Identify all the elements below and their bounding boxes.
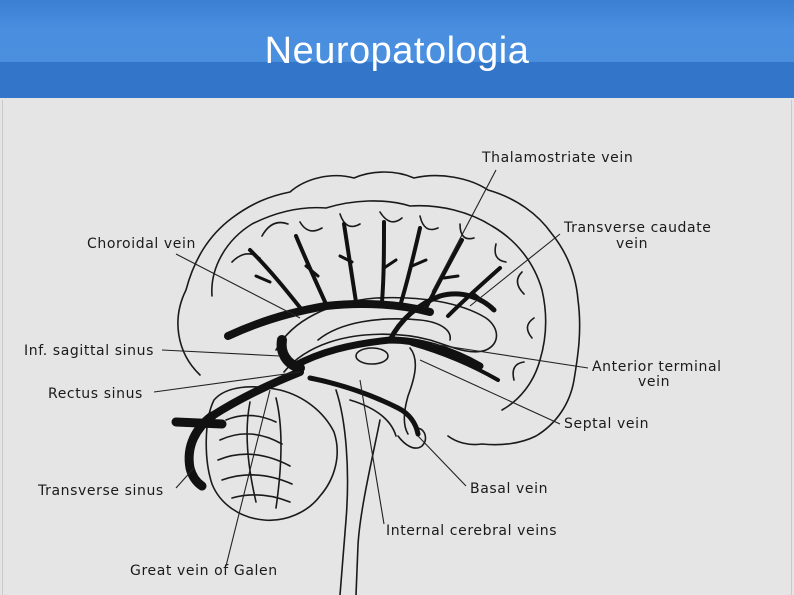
great-vein-galen: [276, 335, 305, 373]
title-bar-band: [0, 62, 794, 98]
leader-inf-sagittal: [161, 349, 281, 357]
cerebellum-outline: [205, 386, 338, 522]
label-choroidal-vein: Choroidal vein: [87, 236, 196, 252]
leader-internal-cerebral: [359, 379, 385, 525]
slide-title: Neuropatologia: [264, 30, 530, 72]
label-septal-vein: Septal vein: [564, 416, 649, 432]
basal-vein: [307, 375, 421, 437]
cerebrum-outline: [177, 171, 581, 446]
label-internal-cerebral-veins: Internal cerebral veins: [386, 523, 557, 539]
label-inf-sagittal-sinus: Inf. sagittal sinus: [24, 343, 154, 359]
panel-frame: [2, 100, 792, 595]
lateral-ventricle: [317, 318, 451, 341]
label-rectus-sinus: Rectus sinus: [48, 386, 143, 402]
label-anterior-terminal-vein: vein: [638, 374, 670, 390]
leader-thalamostriate: [431, 169, 497, 293]
label-anterior-terminal: Anterior terminal: [592, 359, 722, 375]
label-great-vein-of-galen: Great vein of Galen: [130, 563, 278, 579]
label-basal-vein: Basal vein: [470, 481, 548, 497]
label-transverse-sinus: Transverse sinus: [37, 483, 164, 499]
leader-transverse-caudate: [469, 233, 561, 307]
sulci: [231, 211, 535, 381]
pons: [349, 399, 397, 437]
transverse-sinus-vein: [171, 411, 227, 491]
label-thalamostriate-vein: Thalamostriate vein: [481, 150, 633, 166]
diagram-panel: [0, 98, 794, 595]
leader-rectus: [153, 371, 301, 393]
gyri-contour: [211, 200, 547, 411]
leader-septal: [419, 359, 561, 425]
leader-transverse-sinus: [175, 467, 195, 489]
fornix: [403, 347, 417, 435]
leader-basal: [417, 435, 467, 487]
thalamus: [355, 347, 389, 365]
rectus-sinus-vein: [208, 368, 304, 420]
label-transverse-caudate: Transverse caudate: [563, 220, 712, 236]
cerebellum-folia: [217, 397, 293, 509]
leader-anterior-terminal: [431, 343, 589, 369]
septal-vein: [410, 342, 500, 382]
inf-sagittal-sinus-vein: [224, 300, 434, 340]
title-bar: Neuropatologia: [0, 0, 794, 98]
medullary-branches: [254, 254, 486, 304]
corpus-callosum: [275, 296, 498, 373]
leader-galen: [225, 389, 271, 567]
pituitary: [397, 427, 427, 449]
thalamostriate-vein: [387, 291, 497, 343]
leader-choroidal: [175, 253, 301, 319]
label-transverse-caudate-vein: vein: [616, 236, 648, 252]
brainstem: [335, 389, 381, 595]
